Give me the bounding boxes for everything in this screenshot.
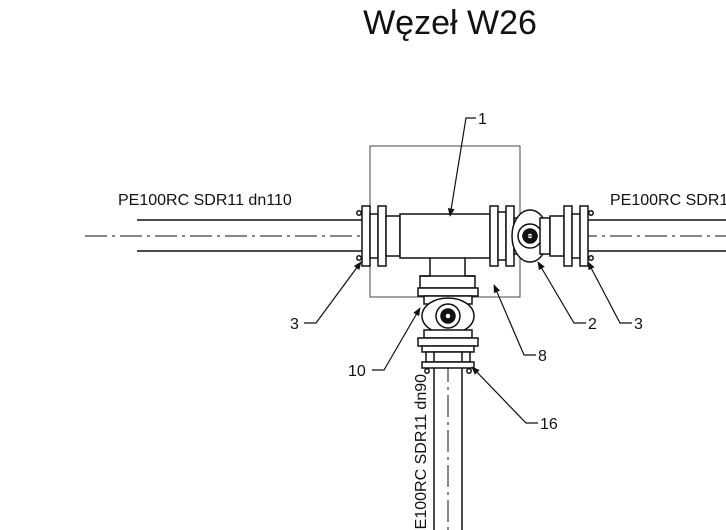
callout-8: 8 xyxy=(538,348,547,365)
right-flange xyxy=(549,205,589,267)
leader-16 xyxy=(471,366,538,424)
tee-fitting xyxy=(399,213,491,289)
callout-3-right: 3 xyxy=(634,316,643,333)
callout-3-left: 3 xyxy=(290,316,299,333)
leader-2 xyxy=(537,261,586,324)
adapter-16 xyxy=(421,345,475,369)
bottom-pipe xyxy=(433,368,463,530)
callout-16: 16 xyxy=(540,416,558,433)
pipe-label-right: PE100RC SDR11 dn110 xyxy=(610,192,726,209)
callout-2: 2 xyxy=(588,316,597,333)
leader-1 xyxy=(447,117,476,217)
callout-1: 1 xyxy=(478,111,487,128)
tee-right-flange xyxy=(489,205,515,267)
leader-8 xyxy=(493,284,536,356)
leader-3-left xyxy=(304,261,362,324)
right-pipe xyxy=(588,219,726,252)
callout-10: 10 xyxy=(348,363,366,380)
valve-10 xyxy=(417,287,479,347)
leader-3-right xyxy=(587,261,632,324)
leader-10 xyxy=(372,307,421,371)
drawing-title: Węzeł W26 xyxy=(363,4,537,42)
left-flange xyxy=(361,205,401,267)
pipe-label-left: PE100RC SDR11 dn110 xyxy=(118,192,292,209)
left-pipe xyxy=(137,219,362,252)
pipe-label-bottom: PE100RC SDR11 dn90 xyxy=(413,374,430,530)
